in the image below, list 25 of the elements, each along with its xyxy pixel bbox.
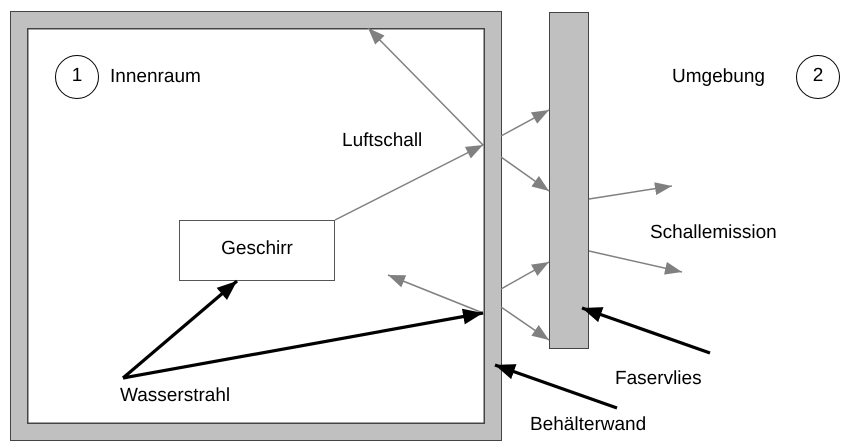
leader-arrow (494, 364, 618, 410)
leader-arrow (122, 280, 238, 380)
circled-number: 2 (796, 55, 840, 99)
fleece-layer (549, 12, 589, 349)
object-box: Geschirr (179, 220, 335, 281)
circled-number: 1 (55, 55, 99, 99)
part-label: Faservlies (615, 368, 702, 390)
emission-label: Schallemission (650, 222, 777, 244)
sound-arrow (500, 261, 550, 290)
leader-arrow (581, 306, 711, 354)
region-label: Innenraum (110, 66, 201, 88)
sound-arrow (588, 182, 672, 200)
part-label: Wasserstrahl (120, 385, 230, 407)
region-label: Umgebung (672, 66, 765, 88)
sound-label: Luftschall (342, 130, 422, 152)
sound-arrow (388, 274, 484, 314)
sound-arrow (367, 27, 484, 146)
part-label: Behälterwand (530, 414, 646, 436)
sound-arrow (500, 156, 550, 192)
leader-arrow (122, 308, 484, 380)
sound-arrow (588, 250, 682, 275)
sound-arrow (500, 306, 550, 341)
sound-arrow (500, 109, 550, 137)
container-wall (11, 12, 501, 440)
sound-arrow (334, 144, 484, 221)
